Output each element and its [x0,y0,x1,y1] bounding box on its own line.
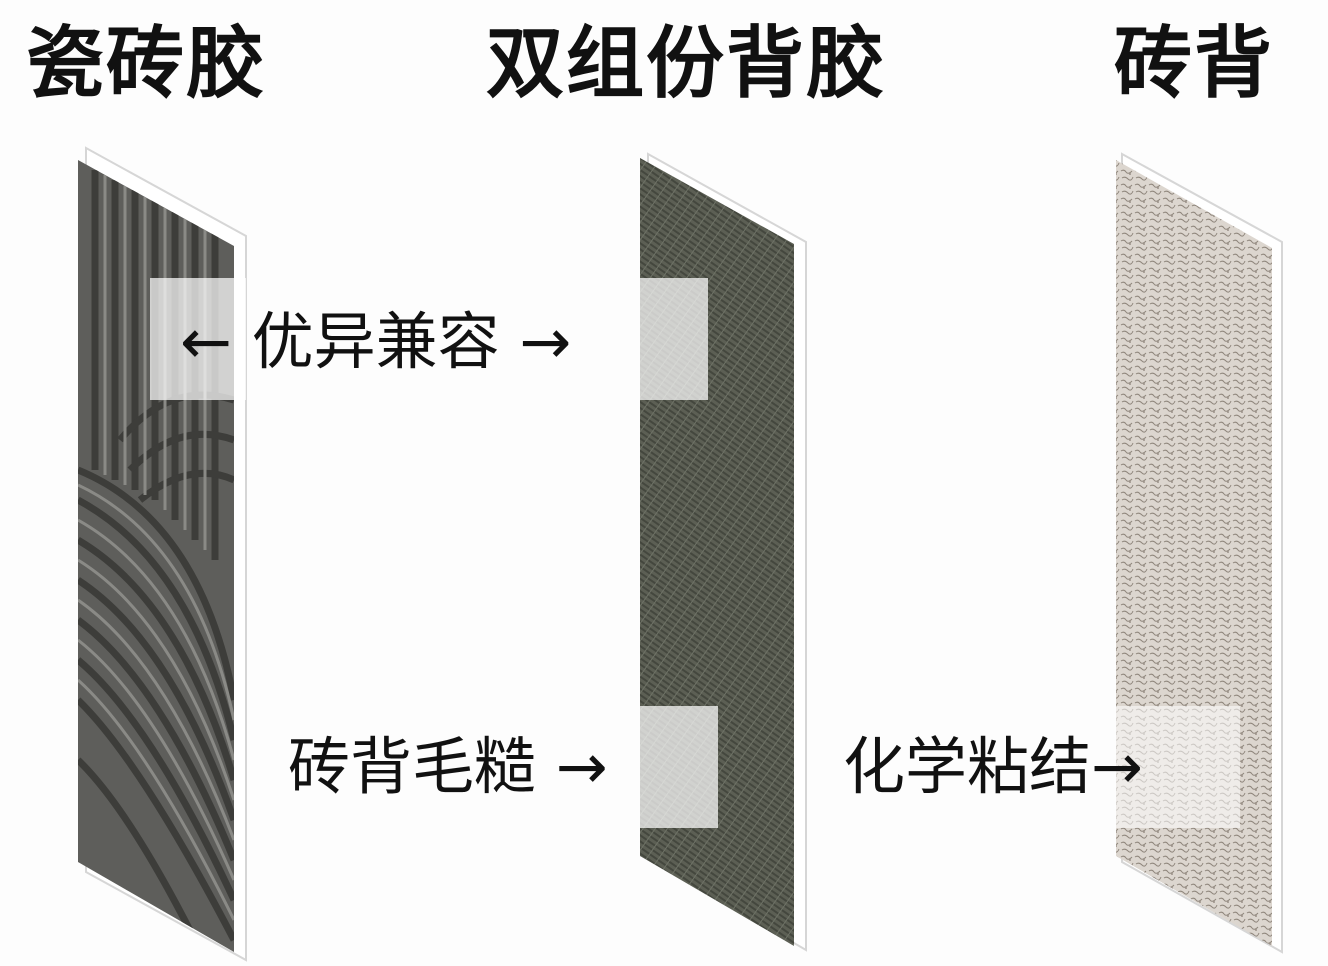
heading-two-component-back-glue: 双组份背胶 [486,19,887,109]
tile-adhesive-panel [78,146,247,962]
heading-tile-adhesive: 瓷砖胶 [26,19,267,109]
tile-back-panel [1116,152,1283,954]
label-compatibility: ← 优异兼容 → [180,305,572,378]
back-glue-panel [640,152,807,952]
label-tile-back-rough: 砖背毛糙 → [288,730,608,803]
label-chemical-bonding: 化学粘结→ [843,730,1143,803]
heading-tile-back: 砖背 [1114,19,1275,109]
